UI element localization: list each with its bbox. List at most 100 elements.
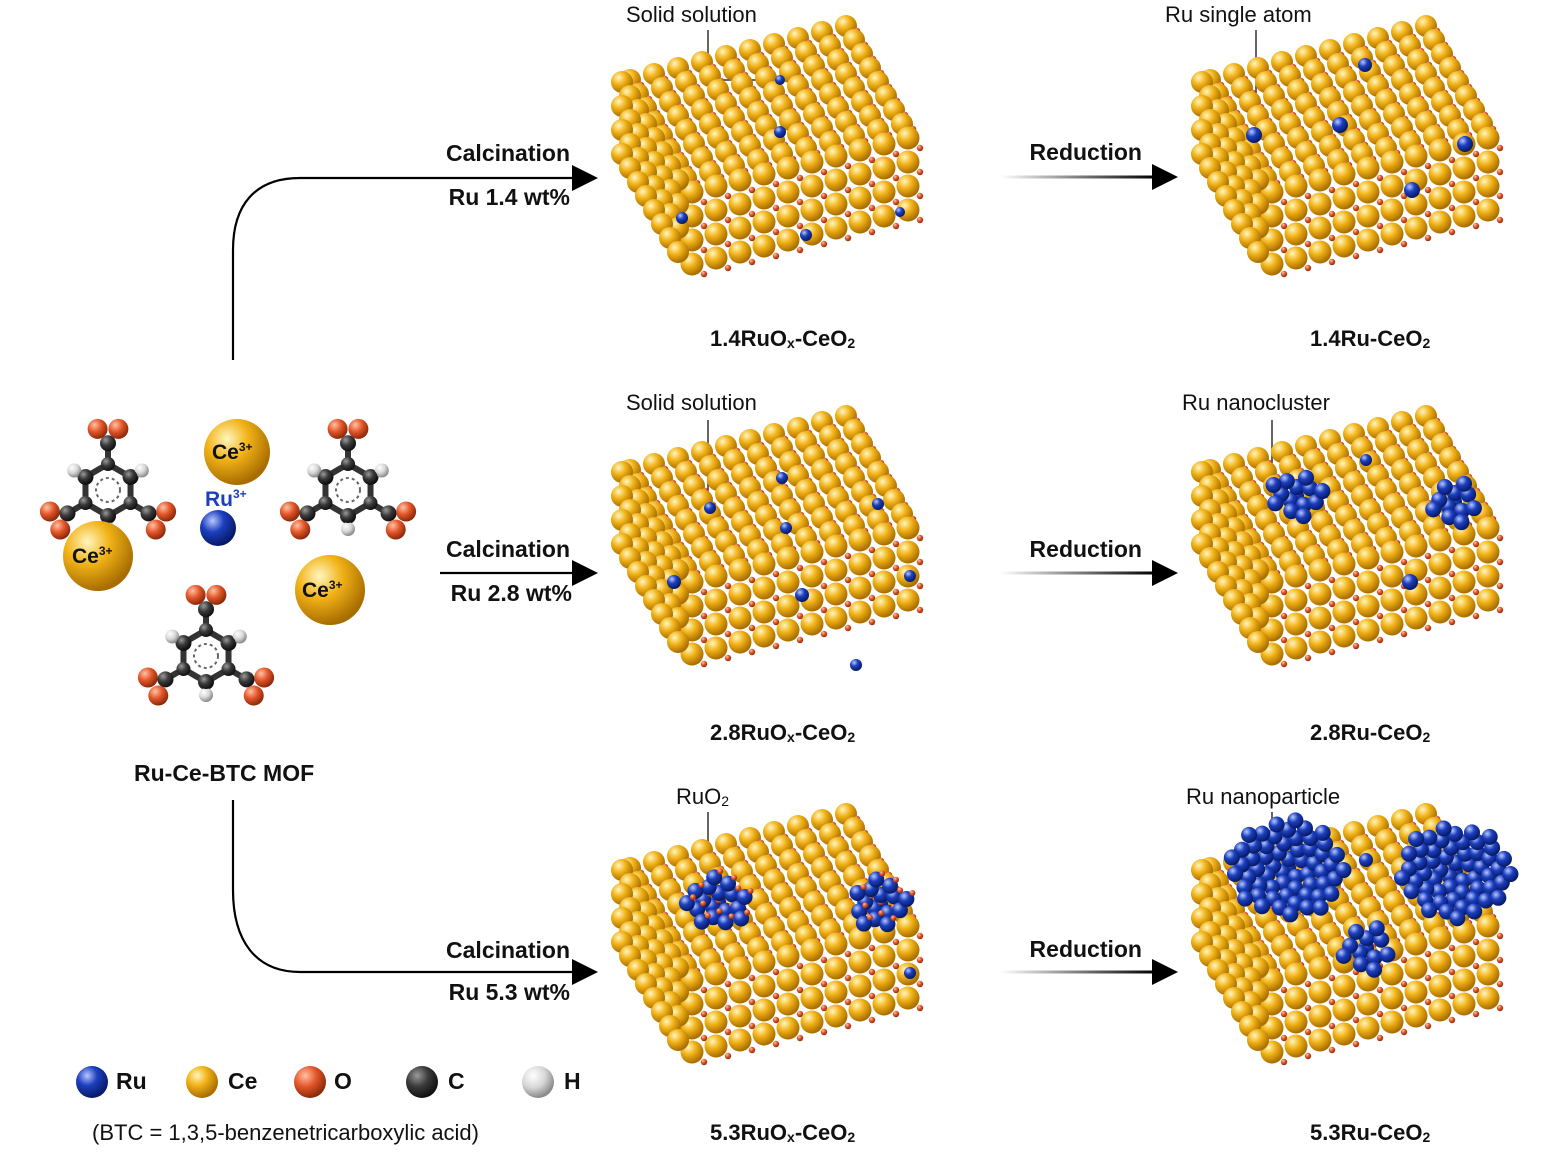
ru-atom: [895, 207, 905, 217]
branch-line-top: [231, 176, 572, 360]
oxide-caption-row1: 1.4RuOx-CeO2: [710, 326, 856, 351]
reduced-callout-row2: Ru nanocluster: [1182, 390, 1330, 415]
reduced-caption-row2: 2.8Ru-CeO2: [1310, 720, 1431, 745]
ru-atom: [872, 498, 884, 510]
reduction-label-row1: Reduction: [1029, 139, 1142, 165]
legend-item-c: C: [448, 1068, 465, 1094]
reduction-arrows: [1000, 164, 1178, 985]
ce3-ion-c: [295, 555, 365, 625]
ru-atom: [1457, 136, 1473, 152]
calcination-arrowhead-1: [572, 165, 598, 191]
branch-connectors: [231, 176, 572, 974]
ru-nanoparticle-b: [1394, 820, 1519, 927]
ce-sphere-icon: [186, 1066, 218, 1098]
legend-item-o: O: [334, 1068, 352, 1094]
ru-atom: [850, 659, 862, 671]
calcination-arrowhead-2: [572, 560, 598, 586]
reduction-arrowhead: [1152, 560, 1178, 586]
reduced-caption-row3: 5.3Ru-CeO2: [1310, 1120, 1431, 1145]
ru-sphere-icon: [76, 1066, 108, 1098]
ce3-ion-a: [204, 419, 270, 485]
btc-linker-left: [39, 418, 177, 540]
oxide-caption-row3: 5.3RuOx-CeO2: [710, 1120, 856, 1145]
ru-nanocluster-a: [1265, 469, 1331, 525]
ceo2-slab-row3-oxide: [611, 803, 924, 1066]
ceo2-slab-row2-reduced: [1191, 405, 1504, 668]
reduced-callout-row1: Ru single atom: [1165, 2, 1312, 27]
ceo2-slab-row1-oxide: [611, 15, 924, 278]
ru-atom: [776, 472, 788, 484]
o-sphere-icon: [294, 1066, 326, 1098]
branch-line-bottom: [231, 800, 572, 974]
reduction-arrowhead: [1152, 959, 1178, 985]
ru-atom: [1402, 574, 1418, 590]
reduction-arrow-1: [1000, 164, 1178, 190]
oxide-callout-row2: Solid solution: [626, 390, 757, 415]
ru-atom: [795, 588, 809, 602]
ru-atom: [1332, 117, 1348, 133]
reduction-arrow-2: [1000, 560, 1178, 586]
oxide-caption-row2: 2.8RuOx-CeO2: [710, 720, 856, 745]
ceo2-slab-row2-oxide: [611, 405, 924, 671]
legend-footnote: (BTC = 1,3,5-benzenetricarboxylic acid): [92, 1120, 479, 1145]
reduction-arrowhead: [1152, 164, 1178, 190]
reduction-arrow-3: [1000, 959, 1178, 985]
reduction-arrow-shaft: [1000, 571, 1155, 575]
ce3-ion-b: [63, 521, 133, 591]
ce-ion-label-b: Ce3+: [72, 544, 113, 568]
ru-nanoparticle-a: [1223, 812, 1352, 923]
reduction-arrow-shaft: [1000, 970, 1155, 974]
ruo2-cluster-a: [678, 868, 754, 931]
ru-atom: [800, 229, 812, 241]
ru-atom: [1404, 182, 1420, 198]
ru-atom: [704, 502, 716, 514]
oxide-callout-row1: Solid solution: [626, 2, 757, 27]
ru-atom: [676, 212, 688, 224]
ru-nanoparticle-c: [1335, 920, 1396, 978]
ce-ion-label-a: Ce3+: [212, 440, 253, 464]
reduction-arrow-shaft: [1000, 175, 1155, 179]
reduced-caption-row1: 1.4Ru-CeO2: [1310, 326, 1431, 351]
reduction-label-row2: Reduction: [1029, 536, 1142, 562]
ru-atom: [904, 967, 916, 979]
legend-item-h: H: [564, 1068, 581, 1094]
loading-label-row1: Ru 1.4 wt%: [448, 184, 570, 210]
legend-item-ru: Ru: [116, 1068, 147, 1094]
ru-atom: [1358, 58, 1372, 72]
calcination-label-row1: Calcination: [446, 140, 570, 166]
mof-structure: [39, 418, 417, 706]
ru-atom: [667, 575, 681, 589]
ru-nanocluster-b: [1425, 475, 1482, 531]
oxide-callout-row3: RuO2: [676, 784, 730, 809]
ru-atom: [774, 126, 786, 138]
calcination-label-row2: Calcination: [446, 536, 570, 562]
reduction-label-row3: Reduction: [1029, 936, 1142, 962]
loading-label-row3: Ru 5.3 wt%: [448, 979, 570, 1005]
arrowheads: [572, 165, 598, 985]
ru-atom: [1246, 127, 1262, 143]
h-sphere-icon: [522, 1066, 554, 1098]
reduced-callout-row3: Ru nanoparticle: [1186, 784, 1341, 809]
legend-spheres: [76, 1066, 554, 1098]
ru-atom: [904, 570, 916, 582]
calcination-label-row3: Calcination: [446, 937, 570, 963]
c-sphere-icon: [406, 1066, 438, 1098]
ce-ion-label-c: Ce3+: [302, 578, 343, 602]
btc-linker-right: [279, 418, 417, 540]
lattice-group: [611, 15, 1519, 1066]
ruo2-cluster-b: [849, 870, 916, 933]
btc-linker-bottom: [137, 584, 275, 706]
ru-atom: [1359, 853, 1373, 867]
ceo2-slab-row1-reduced: [1191, 15, 1504, 278]
legend-item-ce: Ce: [228, 1068, 258, 1094]
ru3-ion: [200, 510, 236, 546]
loading-label-row2: Ru 2.8 wt%: [450, 580, 572, 606]
calcination-arrowhead-3: [572, 959, 598, 985]
ru-atom: [780, 522, 792, 534]
ru-atom: [775, 75, 785, 85]
mof-label: Ru-Ce-BTC MOF: [134, 760, 315, 786]
ru-atom: [1360, 454, 1372, 466]
ru-ion-label: Ru3+: [205, 487, 247, 511]
